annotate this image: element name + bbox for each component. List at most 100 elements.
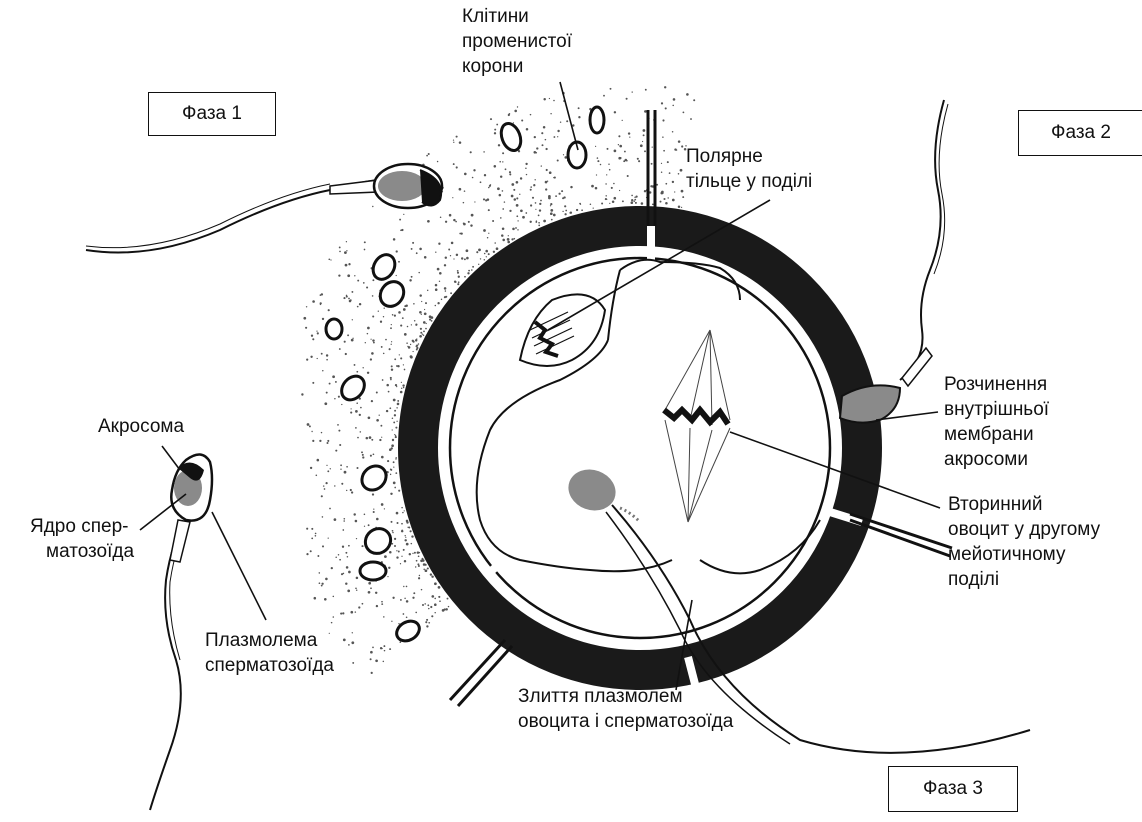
corona-dot [549,98,550,99]
corona-dot [395,427,397,429]
corona-dot [633,200,635,202]
corona-dot [525,212,527,214]
corona-dot [406,616,408,618]
corona-dot [597,160,599,162]
corona-dot [624,151,626,153]
corona-dot [678,205,681,208]
corona-dot [509,171,511,173]
corona-dot [530,186,532,188]
corona-dot [672,105,674,107]
corona-dot [502,161,503,162]
corona-dot [350,489,352,491]
label-acrosome-membrane: Розчинення внутрішньої мембрани акросоми [944,372,1049,472]
corona-dot [332,375,335,378]
corona-dot [643,129,646,132]
corona-dot [412,553,413,554]
corona-dot [338,554,340,556]
corona-dot [519,194,520,195]
corona-dot [370,658,372,660]
corona-dot [543,126,546,129]
corona-dot [390,474,391,475]
corona-dot [533,184,535,186]
corona-dot [530,204,532,206]
corona-dot [375,592,377,594]
corona-dot [351,408,352,409]
label-corona-cells: Клітини променистої корони [462,4,572,79]
label-line: тільце у поділі [686,169,812,194]
corona-dot [370,339,371,340]
corona-dot [404,560,406,562]
corona-dot [561,190,563,192]
corona-dot [480,181,482,183]
corona-dot [538,222,540,224]
corona-dot [488,187,490,189]
corona-dot [550,113,551,114]
corona-dot [394,315,396,317]
corona-dot [457,270,459,272]
corona-dot [392,417,394,419]
corona-dot [600,164,602,166]
corona-dot [396,550,397,551]
corona-dot [408,346,411,349]
corona-dot [326,392,328,394]
corona-dot [457,283,459,285]
corona-dot [394,545,396,547]
corona-dot [453,219,455,221]
corona-dot [458,276,460,278]
corona-dot [459,141,462,144]
corona-cell [326,319,342,339]
corona-dot [641,202,644,205]
corona-dot [560,121,561,122]
corona-dot [337,424,339,426]
corona-dot [326,465,327,466]
corona-dot [345,264,348,267]
corona-dot [622,200,624,202]
corona-dot [661,163,662,164]
corona-dot [351,491,353,493]
corona-dot [389,348,391,350]
corona-dot [371,352,374,355]
corona-dot [347,274,350,277]
corona-dot [502,227,505,230]
corona-dot [493,251,495,253]
corona-dot [340,613,342,615]
corona-dot [311,538,313,540]
corona-dot [595,187,598,190]
corona-dot [423,563,426,566]
corona-dot [547,181,548,182]
corona-dot [483,151,485,153]
corona-dot [346,466,348,468]
corona-dot [425,569,428,572]
corona-dot [357,306,359,308]
corona-dot [406,342,408,344]
label-line: поділі [948,567,1100,592]
corona-dot [376,605,378,607]
corona-dot [397,403,400,406]
corona-dot [381,503,384,506]
corona-dot [406,543,409,546]
corona-dot [412,597,414,599]
corona-dot [431,575,433,577]
corona-dot [541,165,542,166]
corona-dot [371,400,373,402]
corona-dot [345,552,347,554]
corona-dot [349,300,352,303]
corona-dot [570,186,572,188]
corona-dot [381,601,383,603]
corona-dot [464,258,466,260]
corona-dot [488,233,489,234]
corona-dot [384,308,385,309]
corona-dot [330,259,331,260]
corona-dot [396,512,399,515]
corona-dot [543,220,546,223]
corona-dot [357,280,359,282]
corona-dot [437,268,440,271]
corona-dot [625,159,628,162]
corona-dot [398,490,400,492]
corona-dot [484,174,486,176]
corona-dot [644,110,647,113]
corona-dot [343,518,345,520]
corona-dot [445,221,447,223]
corona-dot [631,201,634,204]
corona-dot [370,455,372,457]
